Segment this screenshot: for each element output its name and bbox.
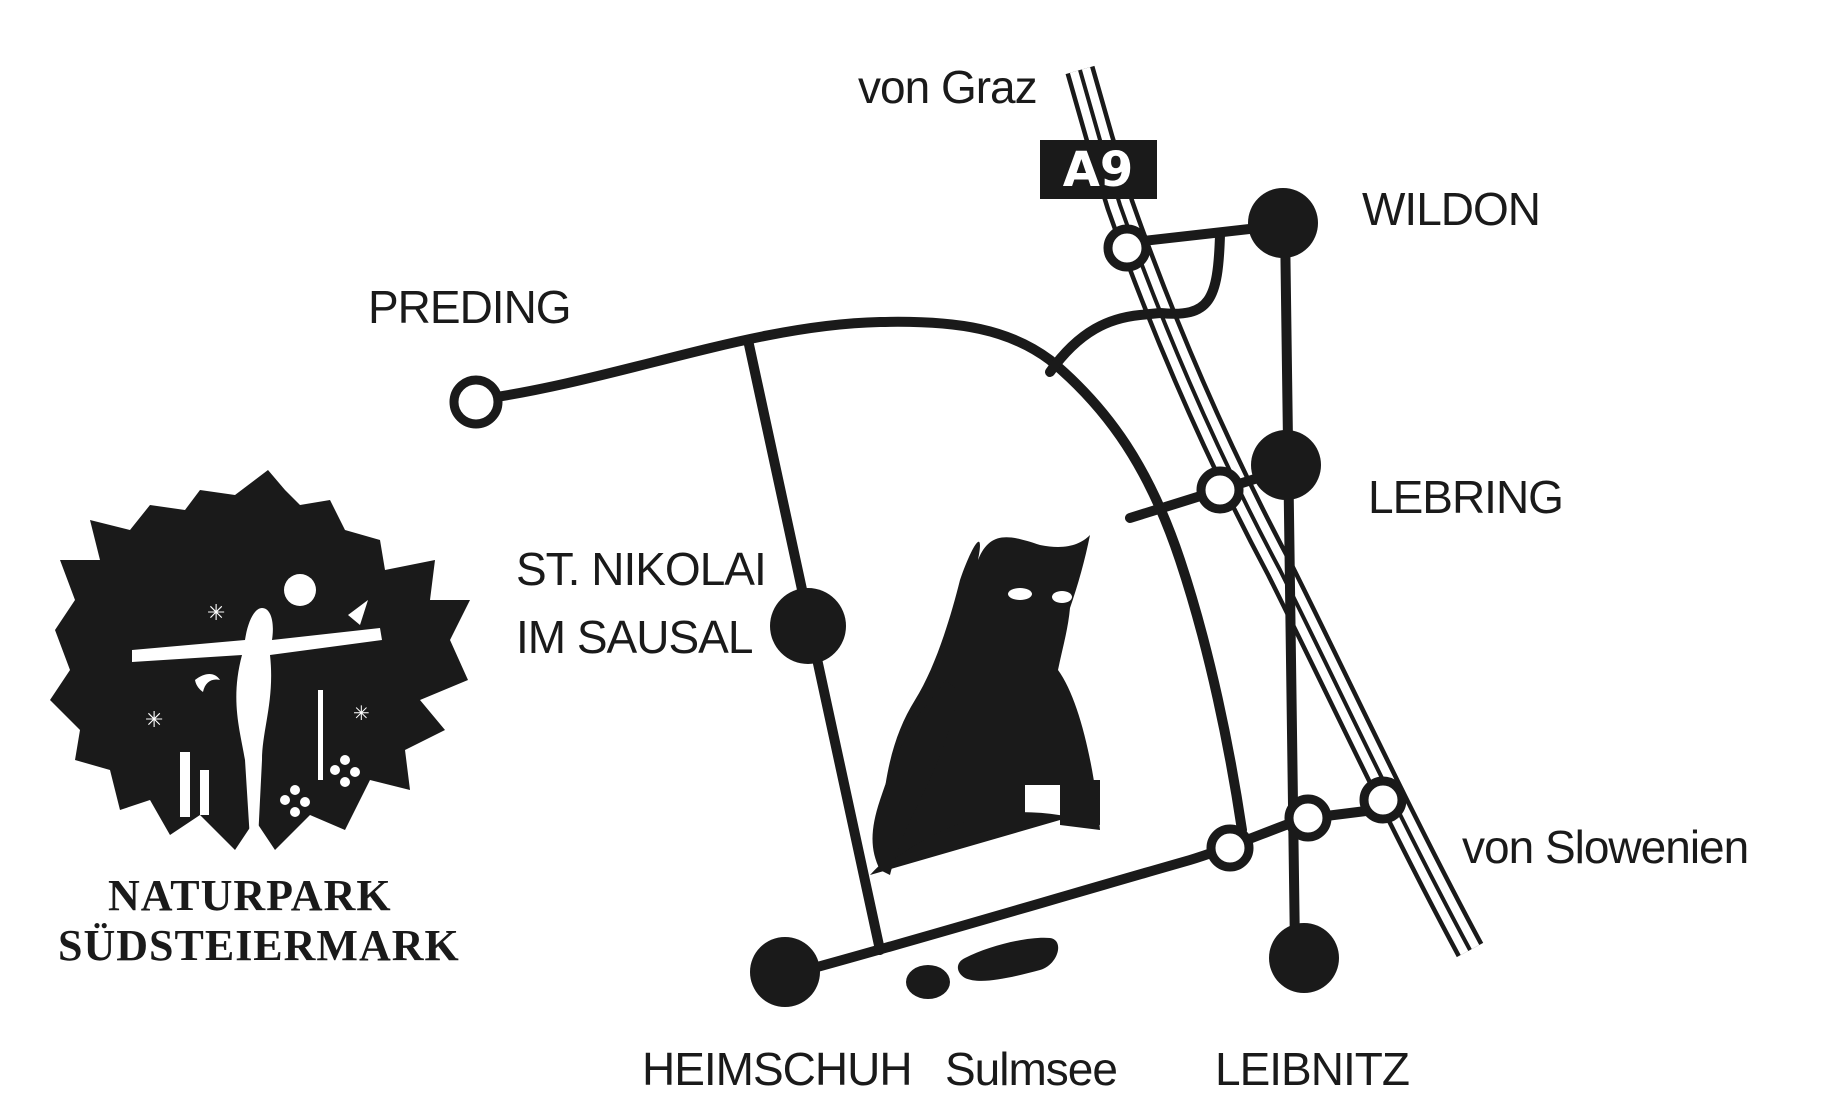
label-st-nikolai-1: ST. NIKOLAI	[516, 543, 766, 595]
label-leibnitz: LEIBNITZ	[1215, 1043, 1409, 1094]
motorway-a9	[1065, 65, 1484, 958]
label-heimschuh: HEIMSCHUH	[642, 1043, 912, 1094]
a9-shield-label: A9	[1063, 142, 1134, 198]
label-lebring: LEBRING	[1368, 471, 1563, 523]
label-sulmsee: Sulmsee	[945, 1043, 1117, 1094]
junction-heimschuh-east	[1206, 824, 1254, 872]
road-heimschuh	[783, 813, 1310, 980]
logo-line1: NATURPARK	[108, 871, 392, 920]
marker-wildon	[1248, 188, 1318, 258]
lake-sulmsee	[906, 937, 1059, 999]
marker-st-nikolai	[770, 588, 846, 664]
junction-leibnitz	[1359, 776, 1407, 824]
town-markers	[449, 188, 1339, 1007]
label-from-graz: von Graz	[858, 61, 1037, 113]
cat-silhouette	[870, 535, 1100, 875]
svg-text:✳: ✳	[145, 708, 163, 733]
road-preding	[472, 316, 1247, 835]
marker-preding	[449, 375, 503, 429]
junction-leibnitz-west	[1284, 794, 1332, 842]
label-from-slovenia: von Slowenien	[1462, 821, 1748, 873]
marker-leibnitz	[1269, 923, 1339, 993]
road-wildon-loop	[1045, 230, 1225, 377]
label-wildon: WILDON	[1362, 183, 1540, 235]
label-st-nikolai-2: IM SAUSAL	[516, 611, 753, 663]
motorway-junctions	[1103, 224, 1407, 872]
naturpark-logo: ✳ ✳ ✳ NATURPARK SÜDSTEIERMARK	[50, 470, 470, 970]
svg-text:✳: ✳	[207, 601, 225, 626]
junction-wildon	[1103, 224, 1151, 272]
vine-leaf-icon: ✳ ✳ ✳	[50, 470, 470, 850]
road-network	[472, 220, 1395, 980]
logo-line2: SÜDSTEIERMARK	[58, 921, 460, 970]
road-wildon-leibnitz	[1280, 220, 1300, 955]
marker-lebring	[1251, 430, 1321, 500]
label-preding: PREDING	[368, 281, 571, 333]
a9-shield: A9	[1040, 140, 1157, 199]
marker-heimschuh	[750, 937, 820, 1007]
svg-text:✳: ✳	[353, 701, 370, 725]
junction-lebring	[1196, 466, 1244, 514]
